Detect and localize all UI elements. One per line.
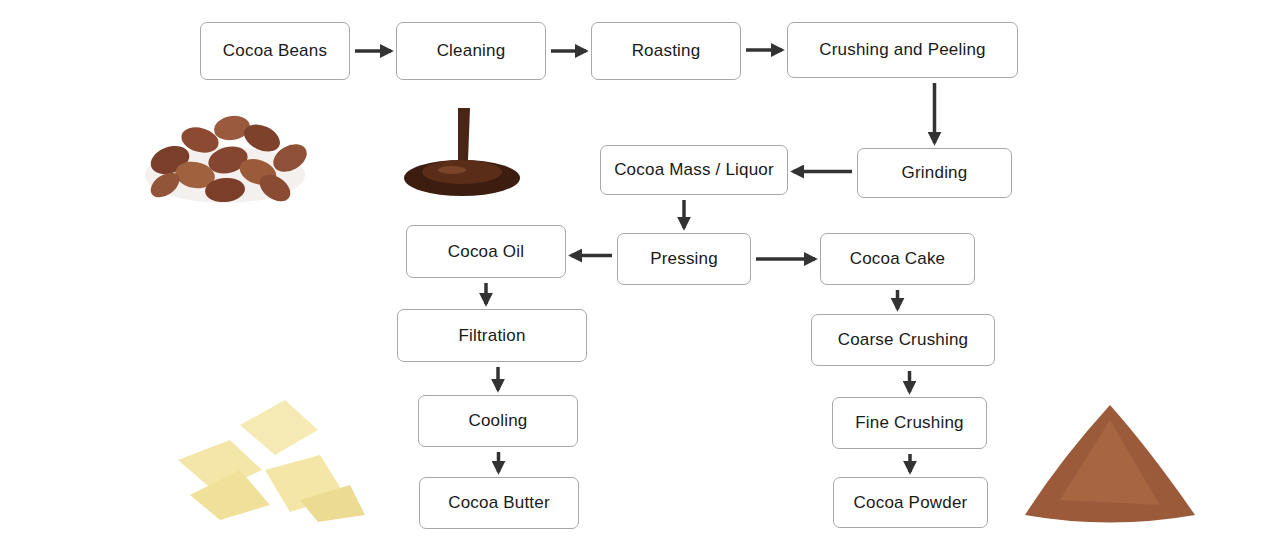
flow-arrow	[551, 49, 586, 53]
box-label: Cocoa Butter	[448, 493, 550, 513]
process-box: Cocoa Beans	[200, 22, 350, 80]
flow-arrow	[497, 452, 501, 472]
flow-arrow	[896, 290, 900, 309]
box-label: Cleaning	[437, 41, 506, 61]
process-box: Cocoa Oil	[406, 225, 566, 278]
box-label: Cocoa Beans	[223, 41, 327, 61]
process-box: Fine Crushing	[832, 397, 987, 449]
flow-arrow	[355, 49, 391, 53]
box-label: Grinding	[902, 163, 968, 183]
flow-arrow	[756, 257, 815, 261]
box-label: Crushing and Peeling	[819, 40, 986, 60]
box-label: Cooling	[468, 411, 527, 431]
box-label: Cocoa Mass / Liquor	[614, 160, 774, 180]
cocoa-beans-picture	[145, 113, 312, 207]
process-box: Grinding	[857, 148, 1012, 198]
process-box: Cocoa Powder	[833, 477, 988, 528]
flow-arrow	[571, 254, 612, 258]
flow-arrow	[484, 283, 488, 304]
process-box: Roasting	[591, 22, 741, 80]
flow-arrow	[682, 200, 686, 228]
process-box: Cocoa Cake	[820, 233, 975, 285]
process-box: Cooling	[418, 395, 578, 447]
box-label: Roasting	[632, 41, 701, 61]
box-label: Cocoa Cake	[850, 249, 946, 269]
process-box: Filtration	[397, 309, 587, 362]
cocoa-powder-picture	[1025, 405, 1195, 523]
process-box: Cocoa Mass / Liquor	[600, 145, 788, 195]
box-label: Filtration	[458, 326, 525, 346]
flow-arrow	[933, 83, 937, 143]
process-box: Cocoa Butter	[419, 477, 579, 529]
box-label: Fine Crushing	[855, 413, 963, 433]
flow-arrow	[496, 367, 500, 390]
flow-arrow	[746, 48, 782, 52]
box-label: Pressing	[650, 249, 718, 269]
flow-arrow	[908, 454, 912, 472]
box-label: Cocoa Oil	[448, 242, 524, 262]
chocolate-pour-picture	[404, 108, 520, 196]
process-box: Cleaning	[396, 22, 546, 80]
process-box: Crushing and Peeling	[787, 22, 1018, 78]
flow-arrow	[908, 371, 912, 392]
flow-arrow	[793, 170, 852, 174]
process-box: Coarse Crushing	[811, 314, 995, 366]
cocoa-butter-picture	[178, 400, 365, 522]
box-label: Cocoa Powder	[854, 493, 968, 513]
box-label: Coarse Crushing	[838, 330, 969, 350]
process-box: Pressing	[617, 233, 751, 285]
